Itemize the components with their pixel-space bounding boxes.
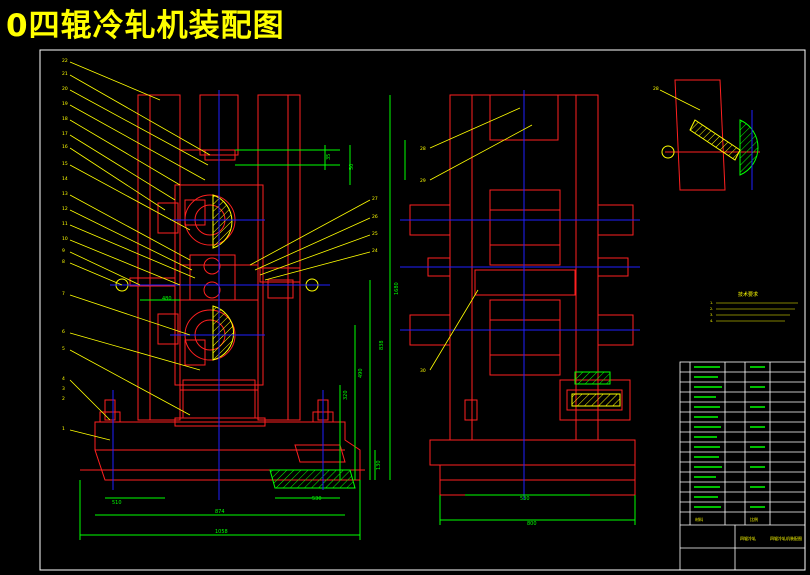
part-11: 11 [62,221,68,227]
part-24: 24 [372,248,378,254]
part-19: 19 [62,101,68,107]
drawing-border [39,49,806,571]
title-block-scale: 比例 [750,516,758,522]
side-view [409,94,636,496]
side-view-part-numbers: 28 29 30 [420,146,426,374]
tech-note-4: 4. [710,319,713,323]
side-part-28: 28 [420,146,426,152]
dim-top-small-b: 50 [349,164,355,170]
part-26: 26 [372,214,378,220]
side-part-29: 29 [420,178,426,184]
part-16: 16 [62,144,68,150]
front-view-centerlines [110,90,330,500]
part-10: 10 [62,236,68,242]
detail-part-number: 28 [653,86,659,92]
part-17: 17 [62,131,68,137]
part-4: 4 [62,376,65,382]
dim-h1: 1680 [394,282,400,295]
dim-bottom-c: 874 [215,509,225,515]
part-13: 13 [62,191,68,197]
part-14: 14 [62,176,68,182]
side-view-hatch [571,371,621,407]
side-view-leaders [429,107,533,371]
title-block-company: 四辊冷轧 [740,535,756,541]
front-view-dim-text: 35 50 480 1680 838 490 320 130 510 530 8… [112,154,400,535]
part-1: 1 [62,426,65,432]
front-view-leaders [69,61,371,441]
dim-bottom-d: 1058 [215,529,228,535]
part-21: 21 [62,71,68,77]
tech-notes-heading: 技术要求 [738,291,758,298]
side-view-dimensions [404,140,636,525]
front-view [80,94,365,481]
title-block-material: 材料 [695,516,703,522]
part-20: 20 [62,86,68,92]
tech-notes: 技术要求 1. 2. 3. 4. [710,291,798,323]
part-15: 15 [62,161,68,167]
part-6: 6 [62,329,65,335]
part-2: 2 [62,396,65,402]
title-block [679,361,806,571]
dim-bottom-b: 530 [312,496,322,502]
dim-h3: 490 [358,368,364,378]
part-25: 25 [372,231,378,237]
detail-view-hatch [689,119,759,176]
dim-h4: 320 [343,390,349,400]
title-block-drawing-name: 四辊冷轧机装配图 [770,535,802,541]
dim-top-small-a: 35 [326,154,332,160]
dim-bottom-a: 510 [112,500,122,506]
front-view-hatch [115,194,356,489]
front-view-part-numbers: 22 21 20 19 18 17 16 15 14 13 12 11 10 9… [62,58,378,432]
side-view-dim-text: 530 800 [520,496,537,527]
detail-view-leader [659,89,701,111]
dim-h2: 838 [379,340,385,350]
part-18: 18 [62,116,68,122]
drawing-title: 0四辊冷轧机装配图 [6,8,285,44]
dim-left-small: 480 [162,296,172,302]
part-3: 3 [62,386,65,392]
part-22: 22 [62,58,68,64]
part-9: 9 [62,248,65,254]
title-block-text: 材料 比例 四辊冷轧 四辊冷轧机装配图 [695,516,802,541]
part-27: 27 [372,196,378,202]
side-dim-bottom-a: 530 [520,496,530,502]
front-view-dimensions [79,95,391,540]
side-dim-bottom-b: 800 [527,521,537,527]
tech-note-3: 3. [710,313,713,317]
part-12: 12 [62,206,68,212]
side-part-30: 30 [420,368,426,374]
tech-note-1: 1. [710,301,713,305]
parts-list-entries [694,366,765,508]
tech-note-2: 2. [710,307,713,311]
part-8: 8 [62,259,65,265]
dim-h5: 130 [376,460,382,470]
part-7: 7 [62,291,65,297]
part-5: 5 [62,346,65,352]
side-view-centerlines [400,90,640,500]
